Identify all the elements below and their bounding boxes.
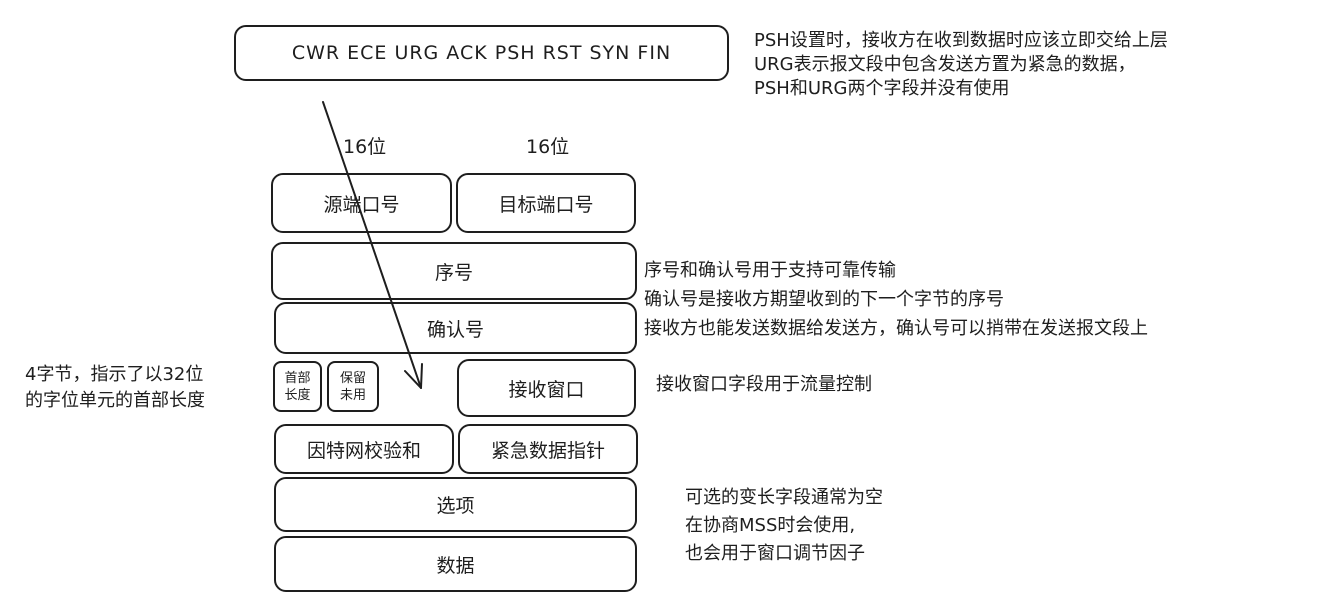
ack-label: 确认号	[426, 318, 484, 341]
options-field: 选项	[274, 477, 637, 532]
seq-ack-note: 序号和确认号用于支持可靠传输 确认号是接收方期望收到的下一个字节的序号 接收方也…	[644, 256, 1148, 343]
ack-field: 确认号	[274, 302, 637, 354]
dest-port-label: 目标端口号	[498, 193, 594, 216]
checksum-field: 因特网校验和	[274, 424, 454, 474]
options-label: 选项	[436, 495, 475, 517]
tcp-flags-text: CWR ECE URG ACK PSH RST SYN FIN	[291, 42, 672, 64]
options-note-line-1: 可选的变长字段通常为空	[685, 487, 883, 508]
source-port-field: 源端口号	[271, 173, 452, 233]
receive-window-field: 接收窗口	[457, 359, 636, 417]
options-note-line-3: 也会用于窗口调节因子	[685, 543, 865, 564]
header-length-note-line-1: 4字节，指示了以32位	[25, 364, 204, 385]
header-length-note-line-2: 的字位单元的首部长度	[25, 390, 205, 411]
window-note: 接收窗口字段用于流量控制	[656, 374, 872, 395]
urgent-pointer-field: 紧急数据指针	[458, 424, 638, 474]
source-port-label: 源端口号	[323, 193, 400, 216]
flags-note-line-1: PSH设置时，接收方在收到数据时应该立即交给上层	[754, 30, 1168, 51]
flags-note: PSH设置时，接收方在收到数据时应该立即交给上层 URG表示报文段中包含发送方置…	[754, 29, 1168, 101]
urgent-pointer-label: 紧急数据指针	[490, 439, 605, 462]
header-length-note: 4字节，指示了以32位 的字位单元的首部长度	[25, 362, 205, 414]
reserved-line-2: 未用	[339, 387, 366, 403]
options-note-line-2: 在协商MSS时会使用,	[685, 515, 856, 536]
sequence-label: 序号	[434, 261, 473, 284]
header-length-line-2: 长度	[284, 387, 311, 403]
reserved-line-1: 保留	[339, 370, 366, 386]
seq-ack-note-line-1: 序号和确认号用于支持可靠传输	[644, 260, 896, 281]
receive-window-label: 接收窗口	[508, 378, 585, 401]
flags-note-line-3: PSH和URG两个字段并没有使用	[754, 78, 1010, 99]
flags-note-line-2: URG表示报文段中包含发送方置为紧急的数据，	[754, 54, 1136, 75]
width-label-left: 16位	[343, 136, 387, 158]
data-label: 数据	[436, 554, 475, 577]
options-note: 可选的变长字段通常为空 在协商MSS时会使用, 也会用于窗口调节因子	[685, 484, 883, 568]
dest-port-field: 目标端口号	[456, 173, 636, 233]
reserved-field: 保留 未用	[327, 361, 379, 412]
data-field: 数据	[274, 536, 637, 592]
sequence-field: 序号	[271, 242, 637, 300]
header-length-field: 首部 长度	[273, 361, 322, 412]
checksum-label: 因特网校验和	[306, 439, 421, 462]
seq-ack-note-line-3: 接收方也能发送数据给发送方，确认号可以捎带在发送报文段上	[644, 318, 1148, 339]
width-label-right: 16位	[526, 136, 570, 158]
tcp-flags-box: CWR ECE URG ACK PSH RST SYN FIN	[234, 25, 729, 81]
seq-ack-note-line-2: 确认号是接收方期望收到的下一个字节的序号	[644, 289, 1004, 310]
header-length-line-1: 首部	[284, 370, 311, 386]
